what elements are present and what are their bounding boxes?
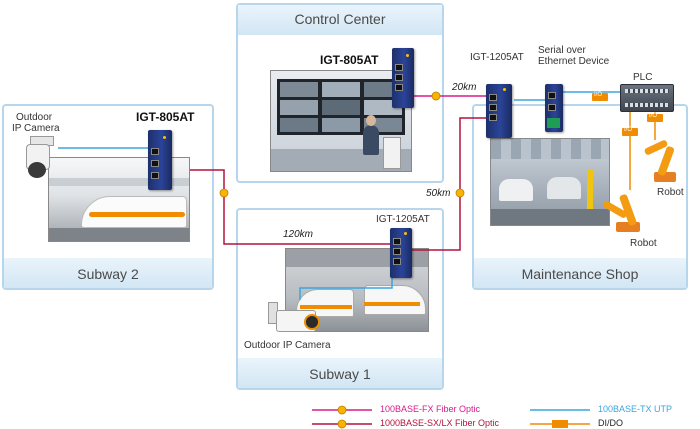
igt-1205at-subway1 bbox=[390, 228, 412, 278]
maintenance-switch-label: IGT-1205AT bbox=[470, 52, 524, 63]
subway2-camera-label-2: IP Camera bbox=[12, 123, 60, 134]
subway2-train-scene bbox=[48, 157, 190, 242]
robot-arm-1 bbox=[640, 138, 688, 186]
subway1-camera-label: Outdoor IP Camera bbox=[244, 340, 331, 351]
ptz-dome-camera bbox=[22, 136, 54, 180]
video-wall bbox=[277, 79, 405, 135]
robot-arm-2 bbox=[600, 186, 652, 236]
igt-805at-subway2 bbox=[148, 130, 172, 190]
serial-over-ethernet-device bbox=[545, 84, 563, 132]
sfp-marker-cc bbox=[431, 91, 441, 101]
sxlx-fiber-s2-s1 bbox=[190, 169, 392, 245]
robot-2-label: Robot bbox=[630, 238, 657, 249]
legend-tx-text: 100BASE-TX UTP bbox=[598, 404, 673, 414]
legend-dido-text: DI/DO bbox=[598, 418, 624, 428]
io-badge-robot1: I/O bbox=[647, 113, 663, 122]
io-badge-robot1-text: I/O bbox=[649, 113, 658, 119]
sfp-marker-ms bbox=[455, 188, 465, 198]
distance-20km: 20km bbox=[452, 82, 477, 93]
legend-sxlx-text: 1000BASE-SX/LX Fiber Optic bbox=[380, 418, 500, 428]
control-center-switch-label: IGT-805AT bbox=[320, 53, 379, 67]
subway1-footer bbox=[238, 358, 442, 388]
subway1-switch-label: IGT-1205AT bbox=[376, 214, 430, 225]
serial-device-label-2: Ethernet Device bbox=[538, 56, 610, 67]
igt-1205at-maintenance bbox=[486, 84, 512, 138]
subway2-title: Subway 2 bbox=[77, 266, 139, 282]
distance-50km: 50km bbox=[426, 188, 451, 199]
car-body-2 bbox=[547, 177, 581, 199]
factory-scene bbox=[490, 138, 610, 226]
sxlx-fiber-s1-ms bbox=[410, 117, 496, 251]
subway1-title: Subway 1 bbox=[309, 366, 371, 382]
bullet-camera bbox=[268, 302, 320, 336]
sfp-marker-s2 bbox=[219, 188, 229, 198]
control-center-header bbox=[238, 5, 442, 35]
control-room-scene bbox=[270, 70, 412, 172]
control-center-title: Control Center bbox=[294, 11, 386, 27]
distance-120km: 120km bbox=[283, 229, 314, 240]
io-badge-robot2: I/O bbox=[622, 127, 638, 136]
subway2-footer bbox=[4, 258, 212, 288]
car-body-1 bbox=[499, 179, 533, 201]
tx-cam1 bbox=[299, 270, 393, 300]
igt-805at-control-center bbox=[392, 48, 414, 108]
subway2-switch-label: IGT-805AT bbox=[136, 110, 195, 124]
platform-train-right bbox=[364, 285, 426, 315]
plc-label: PLC bbox=[633, 72, 653, 83]
legend-fx-text: 100BASE-FX Fiber Optic bbox=[380, 404, 481, 414]
plc-unit bbox=[620, 84, 674, 112]
maintenance-title: Maintenance Shop bbox=[521, 266, 639, 282]
robot-1-label: Robot bbox=[657, 187, 684, 198]
subway2-camera-label-1: Outdoor bbox=[16, 112, 53, 123]
io-badge-serial-text: I/O bbox=[594, 92, 603, 98]
operator-figure bbox=[363, 125, 379, 155]
maintenance-footer bbox=[474, 258, 686, 288]
io-badge-serial: I/O bbox=[592, 92, 608, 101]
serial-device-label-1: Serial over bbox=[538, 45, 586, 56]
io-badge-robot2-text: I/O bbox=[624, 127, 633, 133]
